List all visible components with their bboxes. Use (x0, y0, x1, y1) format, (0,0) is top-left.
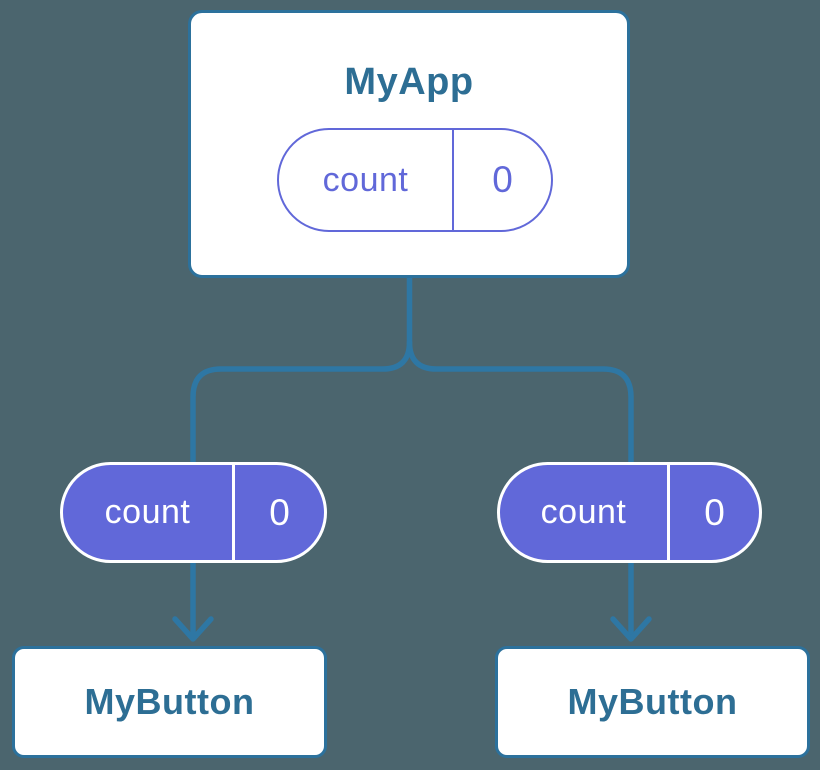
prop-value: 0 (704, 491, 725, 533)
arrowhead-right-icon (610, 616, 652, 642)
component-title-mybutton: MyButton (84, 681, 255, 722)
pill-divider (667, 465, 670, 560)
state-value: 0 (492, 159, 513, 200)
prop-name-label: count (104, 493, 191, 531)
component-title-myapp: MyApp (344, 61, 474, 103)
component-card-mybutton-right: MyButton (495, 646, 810, 758)
component-card-myapp: MyApp count 0 (188, 10, 630, 278)
prop-name-label: count (540, 493, 627, 531)
pill-divider (452, 130, 454, 230)
state-name-label: count (322, 160, 409, 199)
prop-pill-left: count 0 (60, 462, 327, 563)
prop-value: 0 (269, 491, 290, 533)
prop-pill-right: count 0 (497, 462, 762, 563)
component-card-mybutton-left: MyButton (12, 646, 327, 758)
edge-root-to-right-child (406, 339, 634, 636)
arrowhead-left-icon (172, 616, 214, 642)
pill-divider (232, 465, 235, 560)
component-title-mybutton: MyButton (567, 681, 738, 722)
edge-root-to-left-child (190, 269, 413, 636)
state-pill-myapp: count 0 (277, 128, 553, 232)
